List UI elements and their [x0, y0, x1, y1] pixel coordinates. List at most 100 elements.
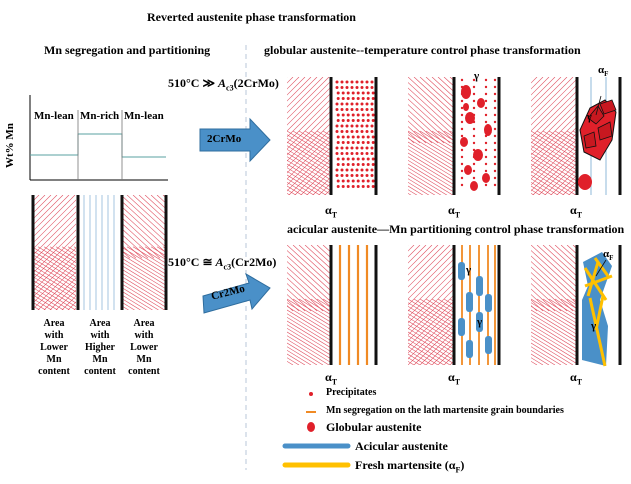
hatch-line: [316, 245, 331, 259]
zone-label-right: Mn-lean: [124, 110, 164, 122]
hatch-line: [328, 130, 331, 133]
precipitate-dot: [472, 106, 476, 110]
precipitate-dot: [371, 157, 375, 161]
hatch-line: [383, 245, 455, 311]
hatch-line: [287, 145, 331, 173]
hatch-line: [389, 131, 497, 197]
row1-heading: globular austenite--temperature control …: [264, 43, 581, 57]
hatch-line: [627, 245, 631, 311]
hatch-line: [144, 195, 166, 215]
hatch-line: [536, 298, 577, 324]
hatch-line: [425, 131, 533, 197]
precipitate-dot: [345, 80, 349, 84]
hatch-line: [33, 195, 58, 220]
hatch-line: [408, 137, 454, 167]
precipitate-dot: [335, 174, 339, 177]
hatch-line: [531, 178, 559, 195]
hatch-line: [287, 294, 306, 312]
precipitate-dot: [370, 102, 374, 106]
hatch-line: [318, 77, 390, 143]
zone-label-left: Mn-lean: [34, 110, 74, 122]
hatch-line: [353, 299, 461, 365]
precipitate-dot: [366, 97, 370, 100]
precipitate-dot: [350, 80, 354, 84]
precipitate-dot: [350, 108, 354, 111]
precipitate-dot: [356, 157, 360, 161]
precipitate-dot: [340, 146, 344, 150]
hatch-line: [531, 320, 577, 350]
hatch-line: [287, 283, 318, 312]
precipitate-dot: [346, 91, 350, 95]
hatch-line: [516, 299, 624, 365]
hatch-line: [122, 228, 155, 259]
hatch-line: [531, 283, 562, 312]
precipitate-dot: [360, 146, 364, 150]
hatch-line: [531, 294, 550, 312]
panel-acicular-3: [531, 245, 631, 367]
precipitate-dot: [370, 80, 374, 84]
hatch-line: [287, 320, 331, 349]
acicular-austenite-region: [582, 252, 612, 366]
precipitate-dot: [336, 141, 340, 144]
hatch-line: [287, 364, 288, 365]
hatch-line: [408, 109, 445, 144]
hatch-line: [531, 144, 577, 192]
hatch-line: [548, 245, 577, 272]
precipitate-dot: [340, 86, 344, 89]
hatch-line: [287, 346, 318, 365]
precipitate-dot: [484, 106, 488, 110]
hatch-line: [408, 302, 454, 332]
hatch-line: [306, 170, 331, 195]
precipitate-dot: [350, 168, 354, 172]
precipitate-dot: [356, 135, 360, 139]
hatch-line: [408, 189, 418, 195]
hatch-line: [408, 245, 439, 276]
hatch-line: [33, 247, 76, 274]
hatch-line: [287, 110, 331, 156]
legend-markers: [282, 392, 351, 468]
hatch-line: [431, 77, 454, 98]
hatch-line: [531, 364, 532, 365]
precipitate-dot: [360, 168, 364, 172]
hatch-line: [287, 338, 330, 365]
hatch-line: [37, 271, 76, 310]
hatch-line: [122, 258, 166, 286]
higher-mn-lines: [83, 195, 115, 310]
hatch-line: [531, 163, 577, 193]
precipitate-dot: [460, 127, 464, 131]
hatch-line: [310, 130, 331, 144]
precipitate-dot: [493, 99, 497, 103]
precipitate-dot: [356, 97, 360, 100]
hatch-line: [287, 277, 324, 312]
precipitate-dot: [341, 91, 345, 95]
precipitate-dot: [360, 108, 364, 111]
globular-austenite: [477, 98, 485, 108]
precipitate-dot: [361, 113, 365, 117]
precipitate-dot: [370, 124, 374, 128]
hatch-line: [621, 131, 631, 197]
hatch-line: [531, 152, 577, 182]
hatch-line: [480, 299, 588, 365]
hatch-line: [287, 116, 331, 162]
hatch-line: [615, 77, 631, 197]
hatch-line: [33, 272, 76, 300]
precipitate-dot: [360, 102, 364, 106]
hatch-line: [287, 181, 309, 195]
precipitate-dot: [484, 113, 488, 117]
precipitate-dot: [341, 179, 345, 183]
hatch-line: [287, 156, 331, 184]
precipitate-dot: [351, 97, 355, 100]
precipitate-dot: [370, 130, 374, 133]
hatch-line: [122, 234, 149, 259]
hatch-line: [408, 174, 442, 195]
hatch-line: [531, 90, 577, 138]
precipitate-dot: [345, 168, 349, 172]
hatch-line: [408, 245, 451, 288]
hatch-line: [371, 245, 443, 311]
hatch-line: [531, 120, 577, 168]
hatch-line: [217, 195, 286, 258]
hatch-line: [288, 77, 360, 143]
hatch-line: [33, 195, 70, 232]
